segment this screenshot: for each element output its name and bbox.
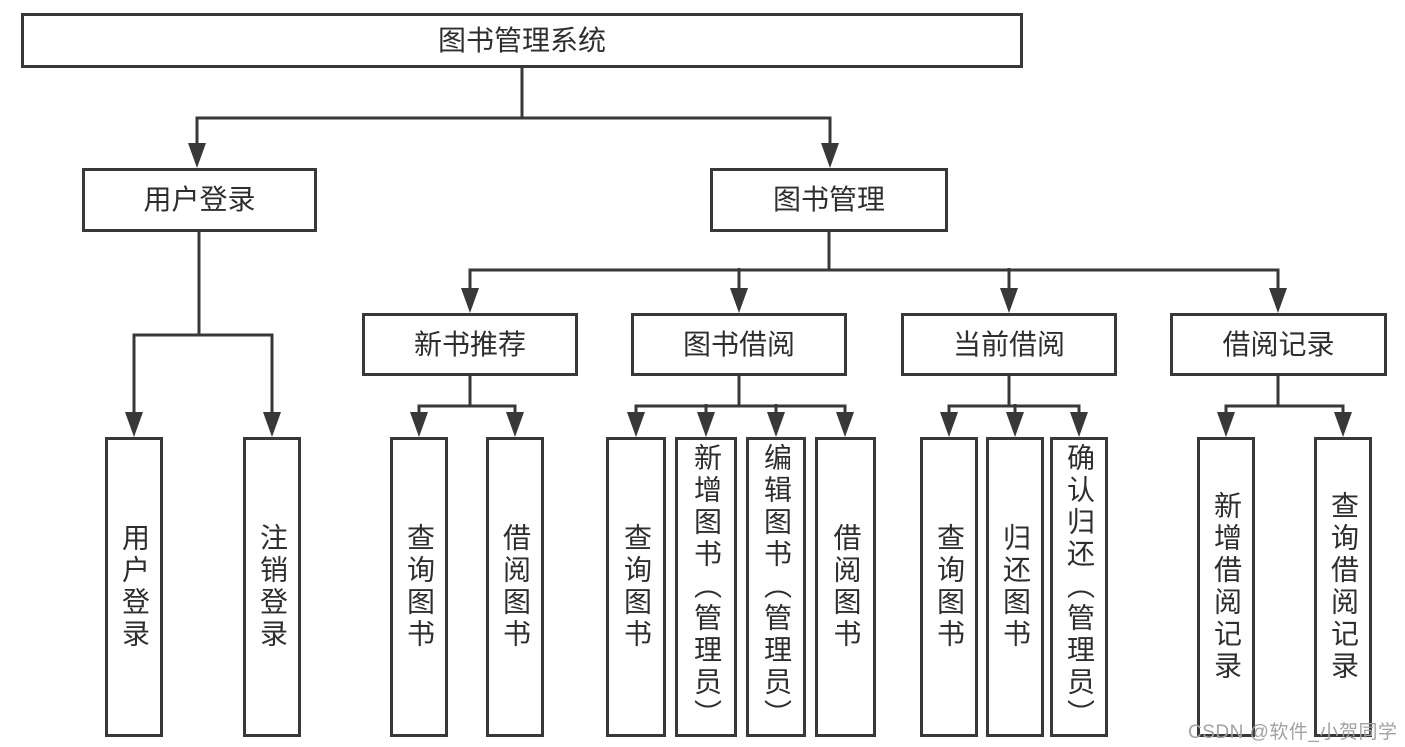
node-user-login: 用户登录 (82, 168, 317, 232)
node-user-login-label: 用户登录 (143, 184, 256, 215)
leaf-borrow-query-books-label: 查询图书 (621, 523, 652, 651)
node-book-borrow: 图书借阅 (631, 313, 847, 376)
leaf-add-borrow-record-label: 新增借阅记录 (1211, 491, 1242, 683)
node-root: 图书管理系统 (21, 13, 1023, 68)
csdn-watermark: CSDN @软件_小贺同学 (1188, 722, 1398, 743)
leaf-query-borrow-record: 查询借阅记录 (1314, 437, 1372, 737)
leaf-recommend-query-books-label: 查询图书 (404, 523, 435, 651)
leaf-borrow-books: 借阅图书 (815, 437, 876, 737)
leaf-return-books-label: 归还图书 (1000, 523, 1031, 651)
node-current-borrow-label: 当前借阅 (952, 328, 1065, 360)
leaf-confirm-return-admin-label: 确认归还（管理员） (1064, 443, 1095, 731)
node-book-management-label: 图书管理 (772, 184, 885, 215)
leaf-return-books: 归还图书 (986, 437, 1044, 737)
leaf-logout: 注销登录 (243, 437, 301, 737)
leaf-query-borrow-record-label: 查询借阅记录 (1328, 491, 1359, 683)
leaf-confirm-return-admin: 确认归还（管理员） (1050, 437, 1108, 737)
node-borrow-records-label: 借阅记录 (1222, 328, 1335, 360)
leaf-recommend-borrow-books-label: 借阅图书 (500, 523, 531, 651)
leaf-user-login-label: 用户登录 (119, 523, 150, 651)
leaf-add-borrow-record: 新增借阅记录 (1197, 437, 1255, 737)
leaf-borrow-query-books: 查询图书 (606, 437, 666, 737)
node-current-borrow: 当前借阅 (901, 313, 1117, 376)
leaf-recommend-borrow-books: 借阅图书 (486, 437, 544, 737)
leaf-recommend-query-books: 查询图书 (390, 437, 448, 737)
node-book-borrow-label: 图书借阅 (682, 328, 795, 360)
leaf-add-book-admin-label: 新增图书（管理员） (691, 443, 722, 731)
node-new-book-recommend-label: 新书推荐 (413, 328, 526, 360)
leaf-borrow-books-label: 借阅图书 (830, 523, 862, 651)
leaf-edit-book-admin-label: 编辑图书（管理员） (761, 443, 792, 731)
node-root-label: 图书管理系统 (437, 24, 606, 56)
leaf-current-query-books: 查询图书 (920, 437, 978, 737)
leaf-current-query-books-label: 查询图书 (934, 523, 965, 651)
node-borrow-records: 借阅记录 (1170, 313, 1387, 376)
node-new-book-recommend: 新书推荐 (362, 313, 578, 376)
leaf-add-book-admin: 新增图书（管理员） (675, 437, 737, 737)
node-book-management: 图书管理 (710, 168, 948, 232)
leaf-logout-label: 注销登录 (257, 523, 288, 651)
leaf-edit-book-admin: 编辑图书（管理员） (746, 437, 806, 737)
leaf-user-login: 用户登录 (105, 437, 163, 737)
